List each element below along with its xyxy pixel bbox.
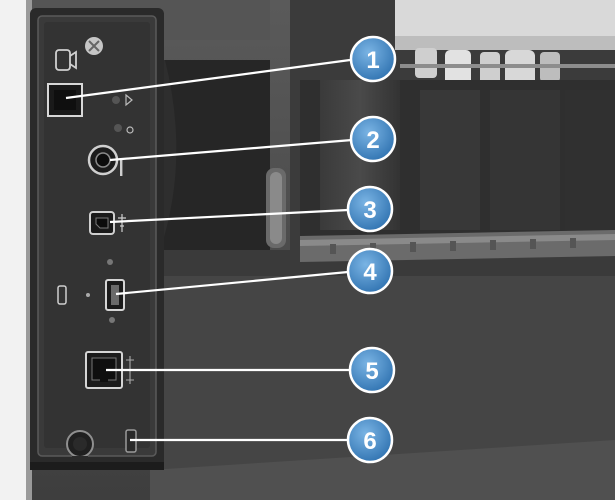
port-3-usb-b-port [89, 211, 126, 235]
paper-feed-mechanism [290, 0, 615, 262]
callout-leader-lines [65, 58, 353, 442]
callout-3: 3 [346, 185, 394, 233]
port-6-power-connection [66, 429, 137, 466]
chassis-edge [26, 0, 32, 500]
security-lock-icon [55, 49, 77, 71]
callout-1: 1 [349, 35, 397, 83]
interface-panel [30, 8, 164, 470]
leader-line-4 [115, 270, 349, 296]
callout-6: 6 [346, 416, 394, 464]
callout-4-label: 4 [363, 259, 377, 286]
callout-2: 2 [349, 115, 397, 163]
callout-2-label: 2 [366, 127, 379, 154]
callout-4: 4 [346, 247, 394, 295]
port-2-fax-port: ▬▬ [87, 124, 134, 176]
leader-line-3 [109, 208, 349, 224]
leader-line-2 [109, 138, 353, 162]
panel-bottom-edge [30, 462, 164, 470]
callout-6-label: 6 [363, 428, 376, 455]
callout-5: 5 [348, 346, 396, 394]
callout-5-label: 5 [365, 358, 378, 385]
svg-text:▬▬: ▬▬ [118, 160, 127, 176]
image-margin [0, 0, 26, 500]
port-4-usb-host-port [57, 259, 125, 323]
callout-3-label: 3 [363, 197, 376, 224]
port-1-security-lock-slot [47, 83, 133, 117]
leader-line-1 [65, 58, 351, 100]
callout-1-label: 1 [366, 47, 379, 74]
